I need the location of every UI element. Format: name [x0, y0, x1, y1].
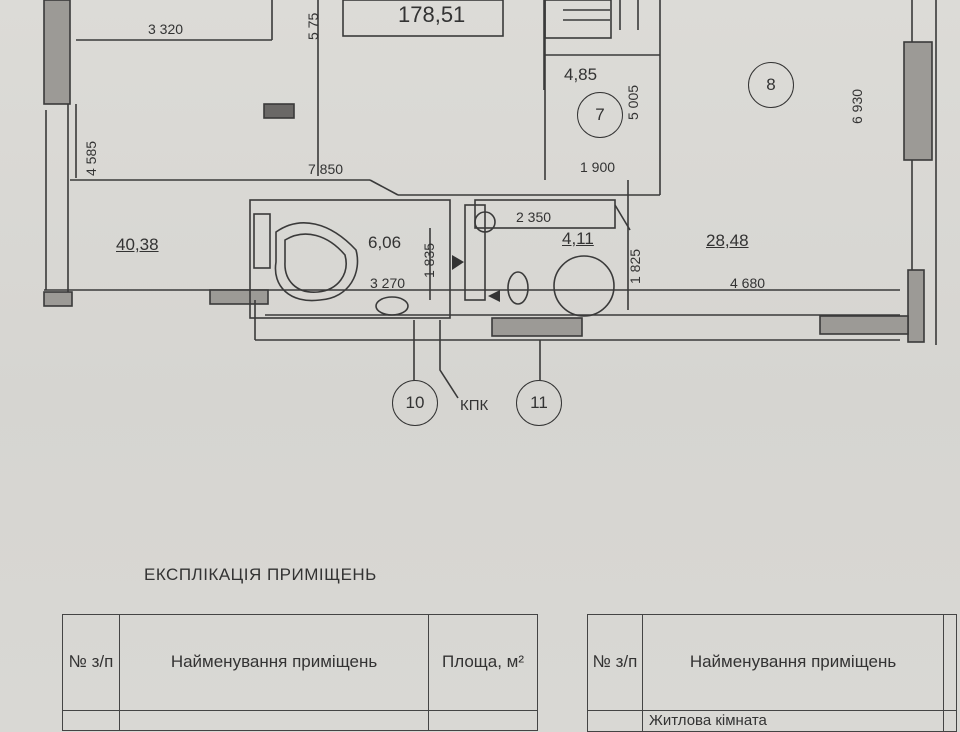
- table2-row-partial: Житлова кімната: [642, 709, 944, 732]
- table2-cell: [587, 709, 643, 732]
- dim-5005: 5 005: [625, 84, 641, 120]
- dim-6930: 6 930: [849, 88, 865, 124]
- room-number-7: 7: [577, 92, 623, 138]
- room-number-10: 10: [392, 380, 438, 426]
- dim-1900: 1 900: [580, 159, 616, 175]
- table1-cell: [428, 710, 538, 731]
- total-area: 178,51: [398, 2, 466, 27]
- left-wall-hatch: [43, 0, 71, 105]
- dim-5750: 5 75: [305, 12, 321, 40]
- table1-header-name: Найменування приміщень: [119, 614, 429, 711]
- table1-header-area: Площа, м²: [428, 614, 538, 711]
- dim-3270: 3 270: [370, 275, 406, 291]
- table1-cell: [62, 710, 120, 731]
- dim-4585: 4 585: [83, 140, 99, 176]
- table2-header-num: № з/п: [587, 614, 643, 711]
- table1-header-num: № з/п: [62, 614, 120, 711]
- room-area-8: 28,48: [706, 231, 749, 250]
- dim-2350: 2 350: [516, 209, 552, 225]
- dim-1825: 1 825: [627, 248, 643, 284]
- table2-header-name: Найменування приміщень: [642, 614, 944, 711]
- dim-1835: 1 835: [421, 242, 437, 278]
- table2-cell: [943, 709, 957, 732]
- kpk-label: КПК: [460, 397, 489, 414]
- explication-table-2: № з/п Найменування приміщень Житлова кім…: [587, 614, 957, 732]
- dim-3320: 3 320: [148, 21, 184, 37]
- room-area-7: 4,85: [564, 65, 598, 84]
- table1-cell: [119, 710, 429, 731]
- room-area-living: 40,38: [116, 235, 159, 254]
- room-number-8: 8: [748, 62, 794, 108]
- dim-4680: 4 680: [730, 275, 766, 291]
- explication-title: ЕКСПЛІКАЦІЯ ПРИМІЩЕНЬ: [144, 565, 377, 584]
- table2-header-area-partial: [943, 614, 957, 711]
- room-area-10: 6,06: [368, 233, 402, 252]
- room-area-11: 4,11: [562, 229, 594, 248]
- dim-7850: 7 850: [308, 161, 344, 177]
- room-number-11: 11: [516, 380, 562, 426]
- explication-table-1: № з/п Найменування приміщень Площа, м²: [62, 614, 538, 731]
